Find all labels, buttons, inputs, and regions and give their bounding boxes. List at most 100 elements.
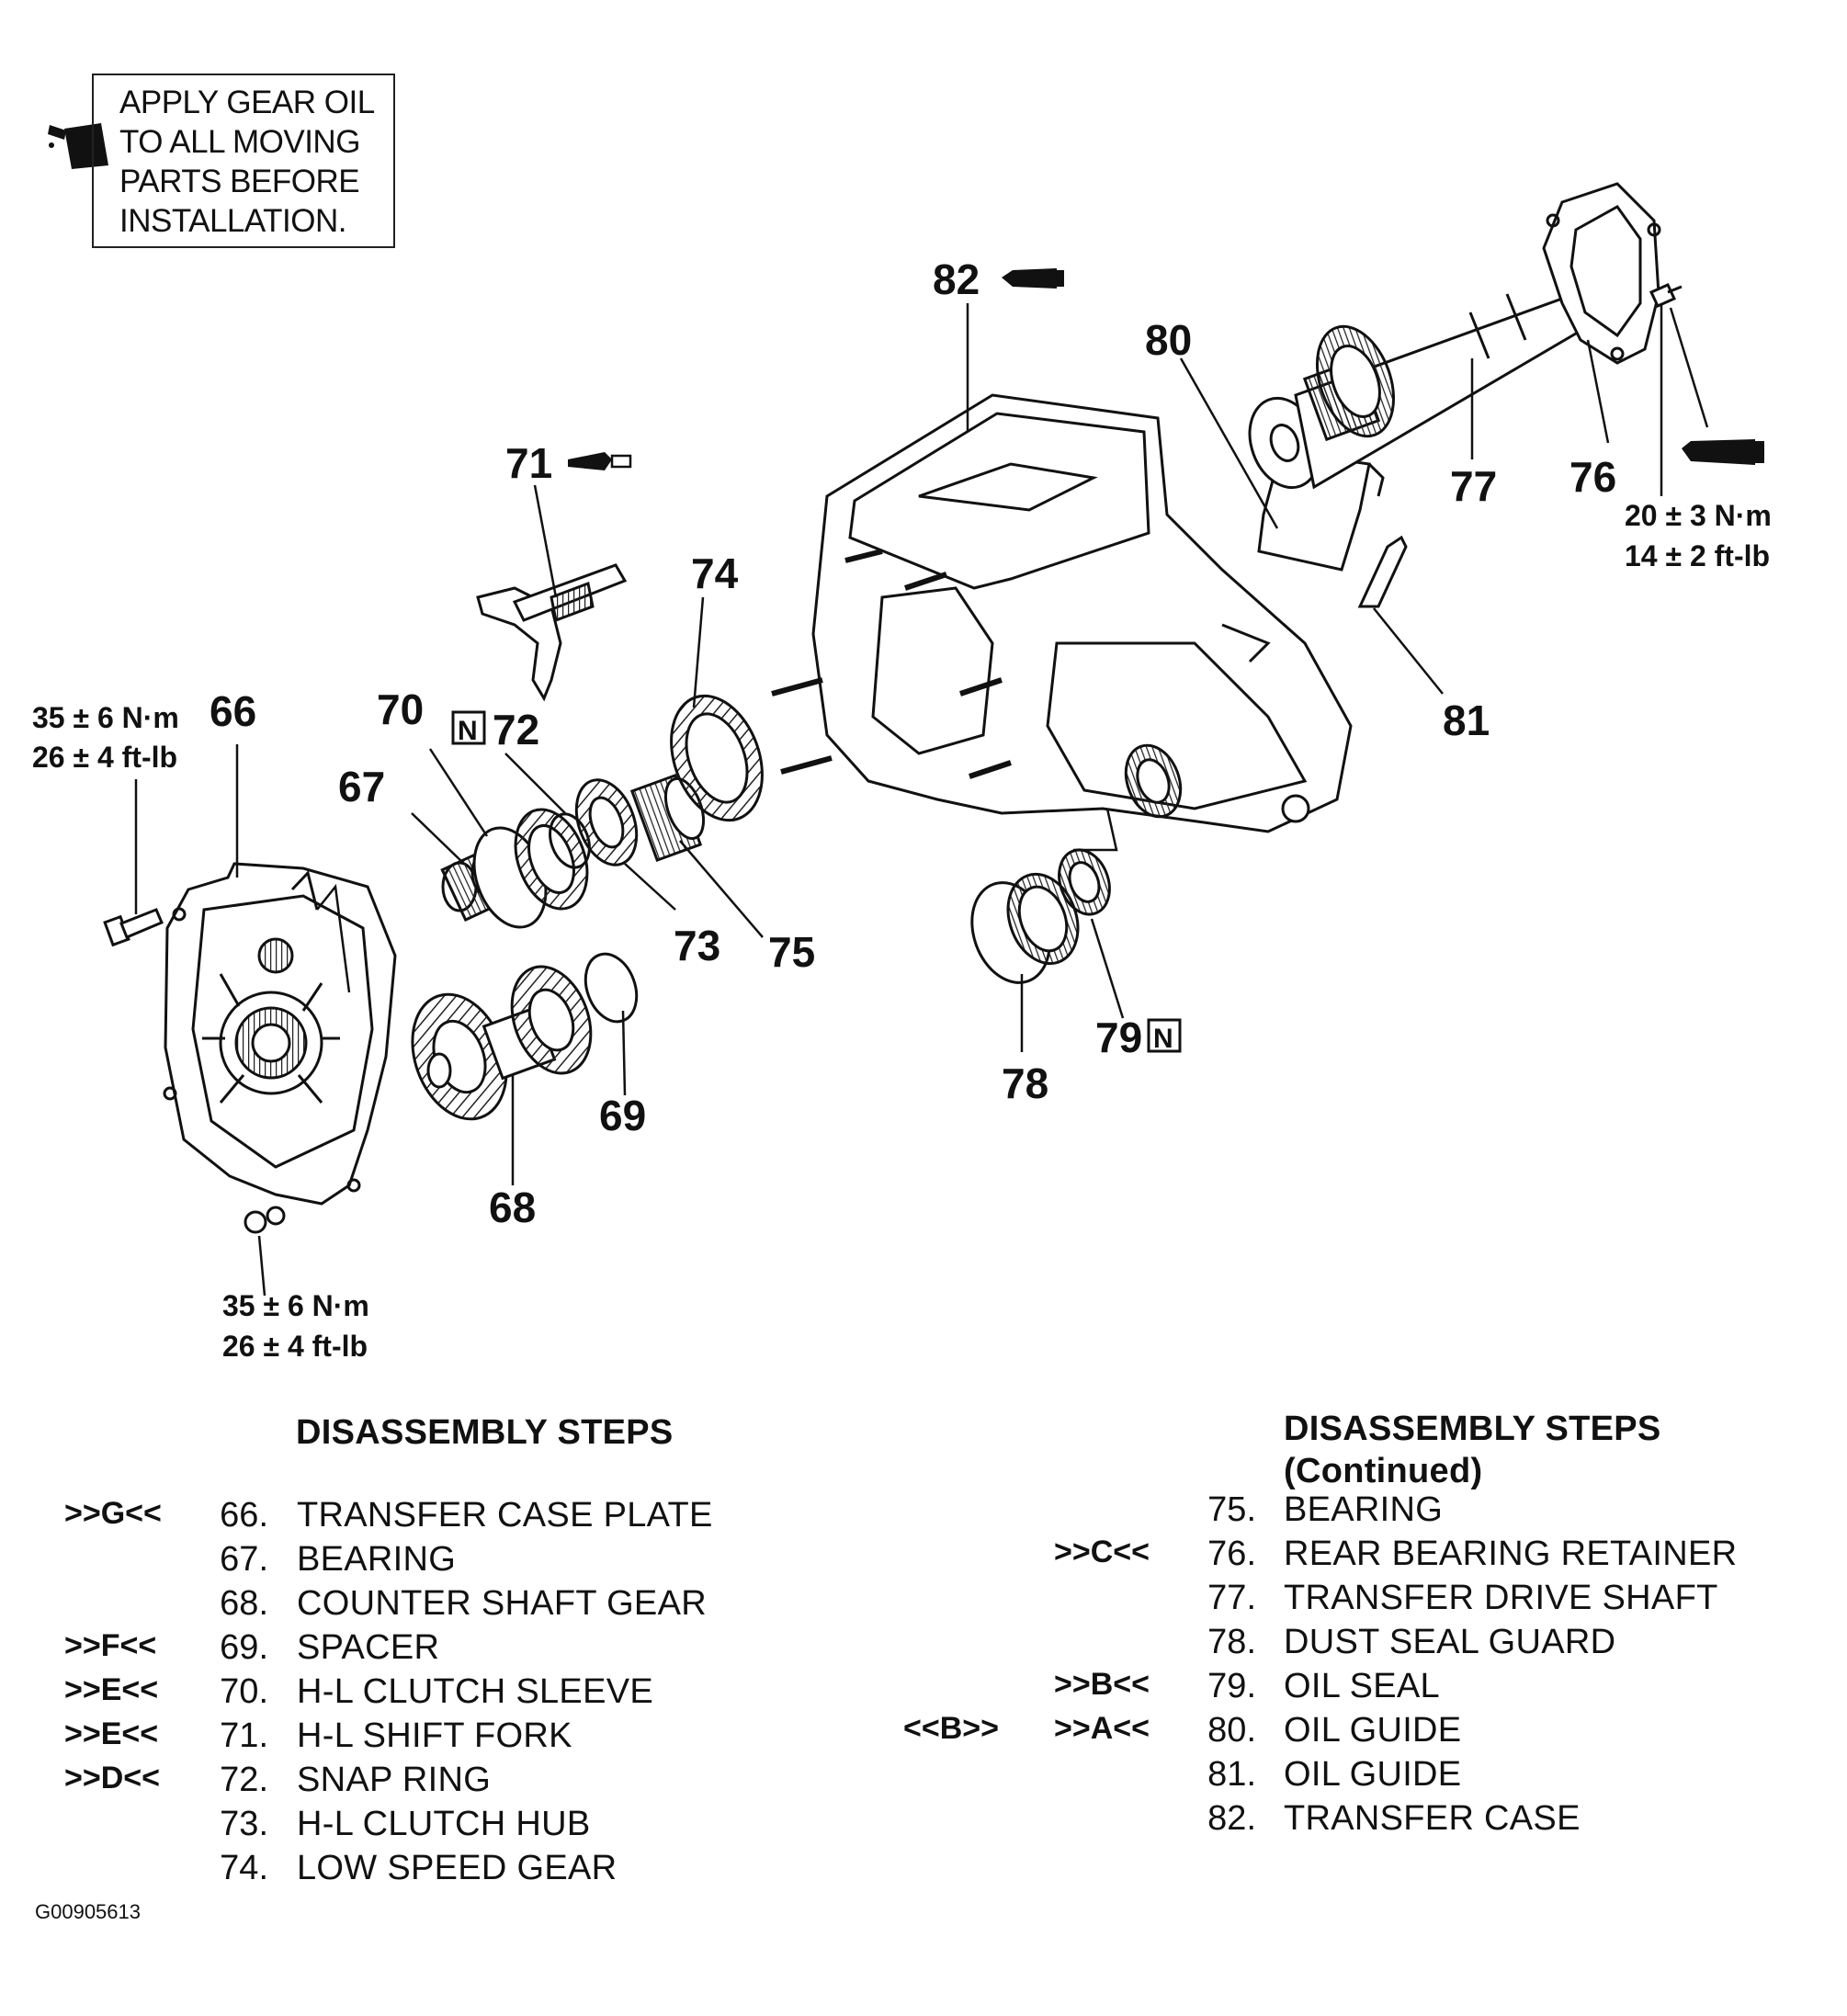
step-row: 77. TRANSFER DRIVE SHAFT (0, 1579, 1847, 1623)
callout-66: 66 (210, 687, 256, 735)
step-ref-secondary: <<B>> (903, 1711, 999, 1746)
step-row: 78. DUST SEAL GUARD (0, 1623, 1847, 1667)
transfer-case-82 (771, 393, 1353, 833)
note-line: APPLY GEAR OIL (119, 85, 375, 120)
step-number: 70. (220, 1672, 268, 1711)
counter-shaft-gear-68 (411, 965, 593, 1121)
oil-can-icon (48, 123, 108, 169)
bolt-upper-left (103, 908, 164, 947)
step-row: >>D<< 72. SNAP RING (0, 1761, 1847, 1805)
leader-72 (504, 753, 566, 814)
step-number: 69. (220, 1628, 268, 1667)
step-row: 81.OIL GUIDE (0, 1755, 1847, 1799)
torque-ll-nm: 35 ± 6 N·m (222, 1289, 369, 1322)
steps-right-title: DISASSEMBLY STEPS (1284, 1410, 1661, 1448)
step-ref: >>C<< (1054, 1535, 1150, 1569)
step-name: TRANSFER CASE PLATE (297, 1496, 713, 1535)
step-name: SNAP RING (297, 1761, 492, 1799)
leader-torque-ll (257, 1235, 266, 1297)
step-name: TRANSFER DRIVE SHAFT (1284, 1579, 1718, 1617)
sealant-tube-icon-71 (568, 452, 632, 470)
torque-ll-ftlb: 26 ± 4 ft-lb (222, 1330, 368, 1363)
step-row: >>E<<71. H-L SHIFT FORK (0, 1716, 1847, 1761)
step-name: H-L CLUTCH SLEEVE (297, 1672, 654, 1711)
callout-79: 79 (1095, 1014, 1142, 1061)
step-row: >>C<<76.REAR BEARING RETAINER (0, 1535, 1847, 1579)
torque-ul-ftlb: 26 ± 4 ft-lb (32, 741, 177, 774)
step-number: 78. (1207, 1623, 1256, 1661)
transfer-drive-shaft-77 (1248, 266, 1609, 490)
callout-67: 67 (338, 763, 385, 810)
leader-80 (1179, 357, 1279, 529)
step-number: 68. (220, 1584, 268, 1623)
leader-75 (679, 840, 764, 938)
new-part-mark-79: N (1147, 1018, 1182, 1054)
step-name: LOW SPEED GEAR (297, 1849, 618, 1887)
callout-77: 77 (1450, 462, 1497, 510)
callout-69: 69 (599, 1092, 646, 1139)
step-number: 76. (1207, 1535, 1256, 1573)
step-number: 73. (220, 1805, 268, 1843)
low-speed-gear-74 (670, 694, 764, 822)
step-number: 79. (1207, 1667, 1256, 1705)
sealant-tube-icon-82 (1002, 268, 1064, 289)
torque-ur-nm: 20 ± 3 N·m (1625, 499, 1772, 532)
step-row: 67. BEARING (0, 1540, 1847, 1584)
step-number: 82. (1207, 1799, 1256, 1838)
step-name: OIL SEAL (1284, 1667, 1440, 1705)
callout-81: 81 (1443, 697, 1490, 744)
step-row: >>F<<69.SPACER (0, 1628, 1847, 1672)
step-number: 66. (220, 1496, 268, 1535)
callout-70: 70 (377, 685, 424, 733)
step-name: TRANSFER CASE (1284, 1799, 1581, 1838)
callout-68: 68 (489, 1184, 536, 1231)
step-number: 71. (220, 1716, 268, 1755)
leader-69 (621, 1010, 627, 1096)
bolt-upper-right (1649, 283, 1683, 308)
step-row: 75.BEARING (0, 1490, 1847, 1535)
dust-seal-guard-78 (970, 872, 1080, 984)
step-name: BEARING (297, 1540, 457, 1579)
rear-bearing-retainer-76 (1542, 182, 1661, 365)
step-number: 67. (220, 1540, 268, 1579)
callout-74: 74 (691, 549, 739, 597)
step-number: 77. (1207, 1579, 1256, 1617)
step-number: 75. (1207, 1490, 1256, 1529)
callout-71: 71 (505, 439, 552, 487)
step-row: 73.H-L CLUTCH HUB (0, 1805, 1847, 1849)
callout-73: 73 (674, 922, 720, 969)
step-number: 74. (220, 1849, 268, 1887)
clutch-hub-73 (574, 778, 639, 866)
steps-left-title: DISASSEMBLY STEPS (296, 1413, 674, 1452)
step-name: COUNTER SHAFT GEAR (297, 1584, 707, 1623)
step-ref: >>G<< (64, 1496, 162, 1531)
torque-ur-ftlb: 14 ± 2 ft-lb (1625, 539, 1770, 572)
callout-78: 78 (1002, 1059, 1048, 1107)
step-name: SPACER (297, 1628, 440, 1667)
callout-76: 76 (1569, 453, 1616, 501)
step-row: <<B>>>>A<<80.OIL GUIDE (0, 1711, 1847, 1755)
step-row: 74. LOW SPEED GEAR (0, 1849, 1847, 1893)
new-part-mark-72: N (451, 710, 486, 746)
leader-bolt-sealant (1669, 307, 1709, 428)
torque-ul-nm: 35 ± 6 N·m (32, 701, 179, 734)
step-ref: >>E<< (64, 1716, 159, 1751)
oil-guide-81 (1357, 535, 1408, 608)
step-ref: >>B<< (1054, 1667, 1150, 1702)
leader-70 (428, 748, 489, 837)
leader-81 (1373, 607, 1444, 695)
step-name: DUST SEAL GUARD (1284, 1623, 1616, 1661)
step-number: 72. (220, 1761, 268, 1799)
step-row: 68. COUNTER SHAFT GEAR (0, 1584, 1847, 1628)
callout-75: 75 (768, 928, 815, 976)
note-line: TO ALL MOVING (119, 124, 360, 160)
transfer-case-plate-66 (163, 862, 397, 1206)
step-ref: >>D<< (64, 1761, 160, 1795)
note-line: INSTALLATION. (119, 203, 346, 239)
svg-text:N: N (458, 716, 478, 746)
step-number: 80. (1207, 1711, 1256, 1750)
figure-id: G00905613 (35, 1900, 141, 1923)
step-row: >>B<< 79. OIL SEAL (0, 1667, 1847, 1711)
step-row: >>E<<70.H-L CLUTCH SLEEVE (0, 1672, 1847, 1716)
